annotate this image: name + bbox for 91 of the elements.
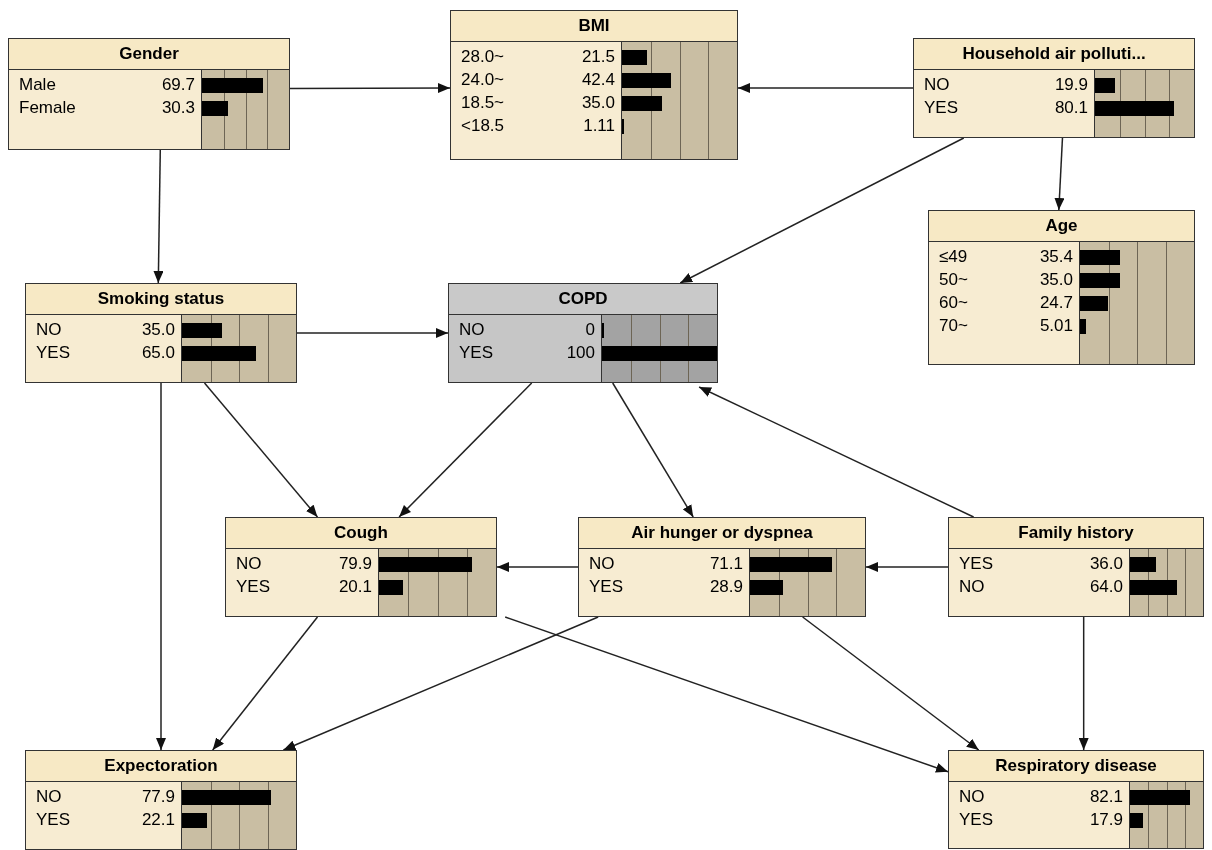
arrow [679,137,965,284]
arrow [282,616,599,751]
node-title: Gender [9,39,289,70]
node-title: Cough [226,518,496,549]
state-label: YES [236,576,271,598]
arrow [153,149,164,284]
probability-value: 20.1 [338,576,372,598]
node-box [948,517,1204,617]
arrow [801,616,980,751]
probability-value: 36.0 [1089,553,1123,575]
probability-value: 21.5 [581,46,615,68]
state-label: YES [36,342,71,364]
node-box [448,283,718,383]
state-label: ≤49 [939,246,968,268]
state-label: NO [36,319,62,341]
probability-value: 82.1 [1089,786,1123,808]
arrow [296,328,449,338]
state-label: YES [924,97,959,119]
node-box [913,38,1195,138]
node-title: Air hunger or dyspnea [579,518,865,549]
node-box [25,283,297,383]
state-label: NO [36,786,62,808]
state-label: YES [589,576,624,598]
node-box [578,517,866,617]
state-label: YES [36,809,71,831]
arrow [211,616,319,751]
arrow [398,382,533,518]
probability-value: 65.0 [141,342,175,364]
node-title: Family history [949,518,1203,549]
probability-value: 1.11 [583,115,615,137]
node-title: Age [929,211,1194,242]
node-box [450,10,738,160]
node-box [8,38,290,150]
state-label: NO [959,576,985,598]
arrow [865,562,949,572]
state-label: NO [924,74,950,96]
arrow [611,382,694,518]
probability-value: 22.1 [141,809,175,831]
node-title: Expectoration [26,751,296,782]
probability-value: 77.9 [141,786,175,808]
node-box [25,750,297,850]
probability-value: 35.4 [1039,246,1073,268]
state-label: 50~ [939,269,968,291]
node-box [225,517,497,617]
node-title: Respiratory disease [949,751,1203,782]
probability-value: 35.0 [141,319,175,341]
probability-value: 0 [585,319,595,341]
state-label: 60~ [939,292,968,314]
probability-value: 69.7 [161,74,195,96]
state-label: YES [459,342,494,364]
arrow [698,386,975,518]
state-label: YES [959,553,994,575]
probability-value: 71.1 [709,553,743,575]
arrow [737,83,914,93]
state-label: 24.0~ [461,69,504,91]
node-title: Household air polluti... [914,39,1194,70]
state-label: 28.0~ [461,46,504,68]
node-box [948,750,1204,849]
state-label: Female [19,97,76,119]
probability-value: 42.4 [581,69,615,91]
probability-value: 30.3 [161,97,195,119]
state-label: 70~ [939,315,968,337]
probability-value: 19.9 [1054,74,1088,96]
probability-value: 17.9 [1089,809,1123,831]
state-label: NO [959,786,985,808]
state-label: Male [19,74,56,96]
probability-value: 79.9 [338,553,372,575]
probability-value: 35.0 [1039,269,1073,291]
state-label: 18.5~ [461,92,504,114]
arrow [496,562,579,572]
arrow [1054,137,1065,211]
node-box [928,210,1195,365]
state-label: NO [459,319,485,341]
state-label: YES [959,809,994,831]
node-title: Smoking status [26,284,296,315]
arrow [289,83,451,94]
state-label: NO [236,553,262,575]
arrow [1078,616,1089,751]
probability-value: 24.7 [1039,292,1073,314]
state-label: <18.5 [461,115,504,137]
probability-value: 100 [566,342,595,364]
probability-value: 64.0 [1089,576,1123,598]
probability-value: 5.01 [1039,315,1073,337]
state-label: NO [589,553,615,575]
probability-value: 80.1 [1054,97,1088,119]
probability-value: 28.9 [709,576,743,598]
node-title: BMI [451,11,737,42]
probability-value: 35.0 [581,92,615,114]
arrow [203,382,319,518]
arrow [504,616,949,773]
arrow [156,382,166,751]
